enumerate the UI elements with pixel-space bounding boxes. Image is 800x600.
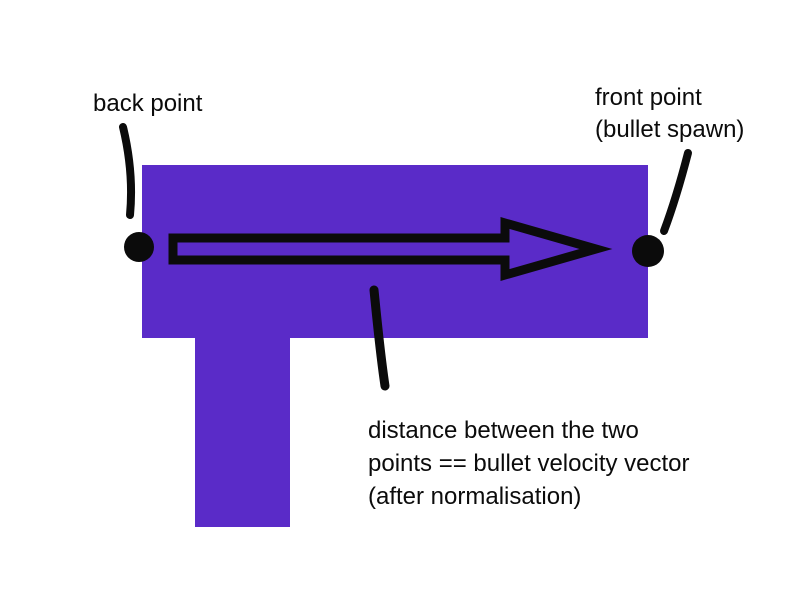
- front-point-leader-line: [660, 149, 692, 235]
- front-point-dot: [632, 235, 664, 267]
- distance-label: distance between the two points == bulle…: [368, 417, 690, 510]
- velocity-arrow: [168, 217, 613, 281]
- back-point-dot: [124, 232, 154, 262]
- back-point-leader-line: [119, 123, 135, 219]
- gun-grip-shape: [195, 330, 290, 527]
- back-point-label: back point: [93, 90, 203, 117]
- front-point-label: front point (bullet spawn): [595, 84, 745, 143]
- gun-body-shape: [142, 165, 648, 338]
- distance-leader-line: [369, 285, 390, 391]
